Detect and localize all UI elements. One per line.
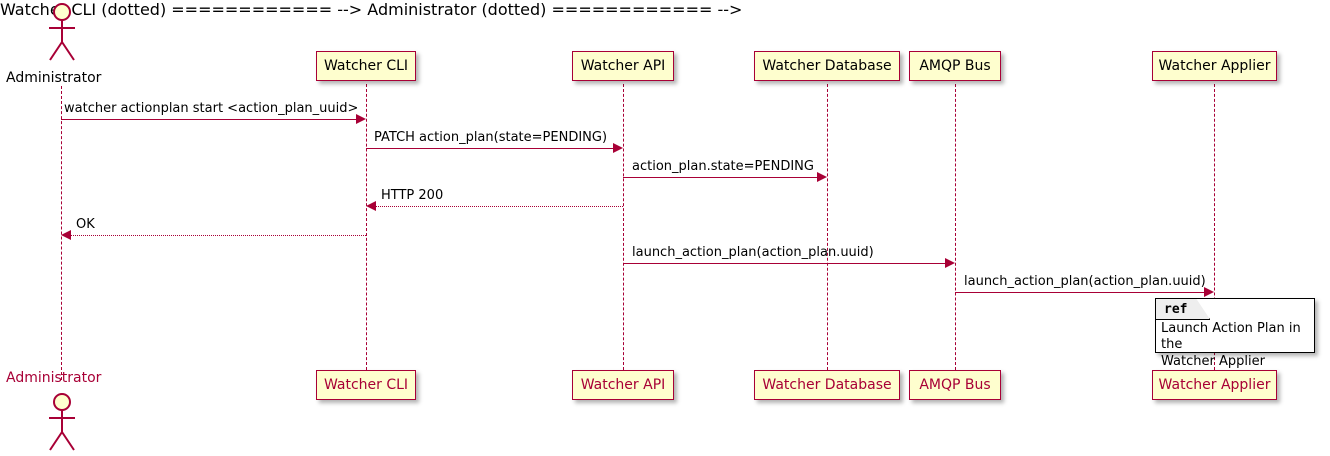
- message-label-5: OK: [76, 217, 95, 232]
- participant-watcher-api-top[interactable]: Watcher API: [572, 51, 674, 81]
- actor-label-administrator-bottom: Administrator: [6, 370, 102, 386]
- message-line-5: [71, 235, 366, 236]
- message-line-6: [623, 263, 945, 264]
- message-label-1: watcher actionplan start <action_plan_uu…: [64, 101, 359, 116]
- message-arrowhead-1: [356, 114, 366, 124]
- ref-fragment-body-line-2: Watcher Applier: [1161, 353, 1265, 369]
- message-line-1: [61, 119, 356, 120]
- participant-watcher-cli-top[interactable]: Watcher CLI: [316, 51, 416, 81]
- lifeline-watcher-applier: [1214, 84, 1215, 370]
- message-label-2: PATCH action_plan(state=PENDING): [374, 130, 608, 145]
- message-label-7: launch_action_plan(action_plan.uuid): [964, 274, 1206, 289]
- lifeline-watcher-database: [827, 84, 828, 370]
- actor-label-administrator-top: Administrator: [6, 70, 102, 86]
- message-line-7: [955, 292, 1204, 293]
- actor-administrator-top: [49, 3, 75, 61]
- message-arrowhead-5: [61, 230, 71, 240]
- ref-fragment-tab-label: ref: [1156, 299, 1210, 320]
- message-arrowhead-4: [366, 201, 376, 211]
- participant-amqp-bus-bottom[interactable]: AMQP Bus: [909, 370, 1001, 400]
- message-label-4: HTTP 200: [381, 188, 444, 203]
- participant-watcher-applier-top[interactable]: Watcher Applier: [1152, 51, 1277, 81]
- message-arrowhead-3: [817, 172, 827, 182]
- participant-watcher-database-top[interactable]: Watcher Database: [754, 51, 900, 81]
- participant-watcher-api-bottom[interactable]: Watcher API: [572, 370, 674, 400]
- lifeline-watcher-api: [623, 84, 624, 370]
- message-arrowhead-6: [945, 258, 955, 268]
- participant-watcher-applier-bottom[interactable]: Watcher Applier: [1152, 370, 1277, 400]
- ref-fragment-body-line-1: Launch Action Plan in the: [1161, 321, 1301, 353]
- ref-fragment-launch-action-plan: ref Launch Action Plan in the Watcher Ap…: [1155, 298, 1315, 369]
- lifeline-watcher-cli: [366, 84, 367, 370]
- message-arrowhead-2: [613, 143, 623, 153]
- participant-watcher-cli-bottom[interactable]: Watcher CLI: [316, 370, 416, 400]
- message-line-3: [623, 177, 817, 178]
- actor-administrator-bottom: [49, 393, 75, 451]
- message-line-4: [376, 206, 623, 207]
- lifeline-amqp-bus: [955, 84, 956, 370]
- message-label-3: action_plan.state=PENDING: [632, 159, 814, 174]
- message-arrowhead-7: [1204, 287, 1214, 297]
- message-line-2: [366, 148, 613, 149]
- ref-fragment-body: Launch Action Plan in the Watcher Applie…: [1161, 321, 1310, 370]
- participant-amqp-bus-top[interactable]: AMQP Bus: [909, 51, 1001, 81]
- participant-watcher-database-bottom[interactable]: Watcher Database: [754, 370, 900, 400]
- message-label-6: launch_action_plan(action_plan.uuid): [632, 245, 874, 260]
